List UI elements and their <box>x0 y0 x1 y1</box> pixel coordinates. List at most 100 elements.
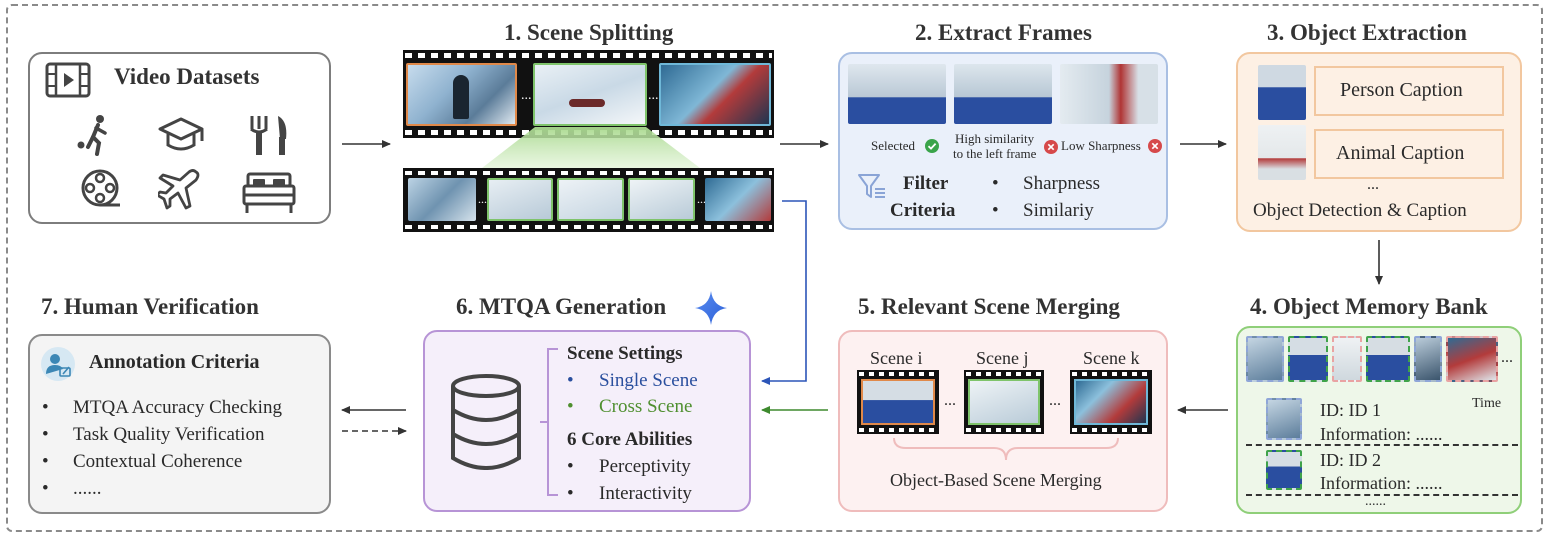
person-thumbnail <box>1258 65 1306 120</box>
timeline-dots: ... <box>1501 349 1513 366</box>
frame-selected <box>848 64 946 124</box>
scene-dots-a: ... <box>944 392 956 409</box>
video-datasets-title: Video Datasets <box>114 64 260 89</box>
criteria-sharpness: Sharpness <box>1023 173 1101 194</box>
home-icon <box>242 172 296 213</box>
scene-frame-robot <box>406 63 517 126</box>
food-icon <box>250 116 287 155</box>
bank-object-1 <box>1246 336 1284 382</box>
entry-divider-1 <box>1246 444 1518 446</box>
bank-object-5 <box>1414 336 1442 382</box>
animal-thumbnail <box>1258 125 1306 180</box>
sparkle-icon <box>695 291 727 325</box>
entry-divider-2 <box>1246 494 1518 496</box>
bank-object-4 <box>1366 336 1410 382</box>
clip-frame-3 <box>557 178 624 221</box>
frame-high-similarity <box>954 64 1052 124</box>
criteria-item-2: Task Quality Verification <box>73 424 265 445</box>
entry1-info: Information: ...... <box>1320 424 1443 444</box>
outer-dashed-frame <box>6 4 1543 532</box>
travel-icon <box>158 169 200 210</box>
criteria-bullet-2: • <box>992 200 999 221</box>
criteria-item-bullet-2: • <box>42 424 49 445</box>
arrow-split-to-mtqa <box>761 200 807 385</box>
education-icon <box>158 117 204 151</box>
ability-interactivity: Interactivity <box>599 483 692 504</box>
bank-object-6 <box>1446 336 1498 382</box>
criteria-similarity: Similariy <box>1023 200 1094 221</box>
reject-icon-similarity <box>1044 140 1058 154</box>
step6-title: 6. MTQA Generation <box>456 294 667 319</box>
time-label: Time <box>1472 396 1502 411</box>
ability-bullet-2: • <box>567 483 574 504</box>
film-icon <box>45 62 91 98</box>
strip-ellipsis-d: ... <box>697 192 706 206</box>
frame-low-sharpness <box>1060 64 1158 124</box>
step7-title: 7. Human Verification <box>41 294 259 319</box>
strip-ellipsis-b: ... <box>648 88 659 103</box>
scene-merging-footer: Object-Based Scene Merging <box>890 470 1102 490</box>
entry2-info: Information: ...... <box>1320 473 1443 493</box>
entry2-id: ID: ID 2 <box>1320 450 1381 470</box>
object-extraction-footer: Object Detection & Caption <box>1253 200 1467 221</box>
criteria-item-bullet-3: • <box>42 451 49 472</box>
single-scene: Single Scene <box>599 370 698 391</box>
movie-reel-icon <box>81 169 120 207</box>
step1-title: 1. Scene Splitting <box>504 20 674 45</box>
scene-k-film <box>1070 370 1152 434</box>
reject-icon-sharpness <box>1148 139 1162 153</box>
scene-i-film <box>857 370 939 434</box>
scene-frame-action <box>659 63 771 126</box>
scene-j-label: Scene j <box>976 348 1029 368</box>
bank-object-2 <box>1288 336 1328 382</box>
annotator-icon <box>41 347 75 381</box>
animal-caption-box <box>1314 129 1504 179</box>
person-caption: Person Caption <box>1340 79 1463 101</box>
single-scene-bullet: • <box>567 370 574 391</box>
filter-criteria-line2: Criteria <box>890 200 956 221</box>
scene-k-label: Scene k <box>1083 348 1140 368</box>
merge-brace <box>893 437 1119 461</box>
step4-title: 4. Object Memory Bank <box>1250 294 1488 319</box>
criteria-item-bullet-1: • <box>42 397 49 418</box>
ability-bullet-1: • <box>567 456 574 477</box>
scene-dots-b: ... <box>1049 392 1061 409</box>
criteria-item-3: Contextual Coherence <box>73 451 243 472</box>
check-icon <box>925 139 939 153</box>
criteria-item-4: ...... <box>73 478 102 499</box>
criteria-bullet-1: • <box>992 173 999 194</box>
film-perforations-bottom-2 <box>405 225 772 229</box>
clip-frame-4 <box>628 178 695 221</box>
object-dots: ... <box>1367 176 1379 193</box>
scene-j-film <box>964 370 1044 434</box>
step3-title: 3. Object Extraction <box>1267 20 1467 45</box>
clip-frame-1 <box>408 178 476 221</box>
step5-title: 5. Relevant Scene Merging <box>858 294 1120 319</box>
filter-criteria-line1: Filter <box>903 173 949 194</box>
person-caption-box <box>1314 66 1504 116</box>
scene-i-label: Scene i <box>870 348 923 368</box>
entry1-id: ID: ID 1 <box>1320 400 1381 420</box>
criteria-item-1: MTQA Accuracy Checking <box>73 397 282 418</box>
high-similarity-line1: High similarity <box>955 131 1035 146</box>
human-verification-panel <box>28 334 331 514</box>
cross-scene: Cross Scene <box>599 396 693 417</box>
entry2-thumbnail <box>1266 450 1302 490</box>
clip-frame-2 <box>487 178 553 221</box>
high-similarity-line2: to the left frame <box>953 146 1037 161</box>
mtqa-bracket <box>540 348 558 496</box>
bank-object-3 <box>1332 336 1362 382</box>
film-perforations-top <box>405 53 772 58</box>
sports-icon <box>77 115 107 156</box>
annotation-criteria-title: Annotation Criteria <box>89 351 260 373</box>
animal-caption: Animal Caption <box>1336 142 1465 164</box>
criteria-item-bullet-4: • <box>42 478 49 499</box>
core-abilities-title: 6 Core Abilities <box>567 429 693 450</box>
strip-ellipsis-c: ... <box>478 192 487 206</box>
selected-label: Selected <box>871 138 916 153</box>
database-icon <box>451 374 521 470</box>
filter-icon <box>858 174 885 198</box>
entry-more: ...... <box>1365 494 1386 509</box>
